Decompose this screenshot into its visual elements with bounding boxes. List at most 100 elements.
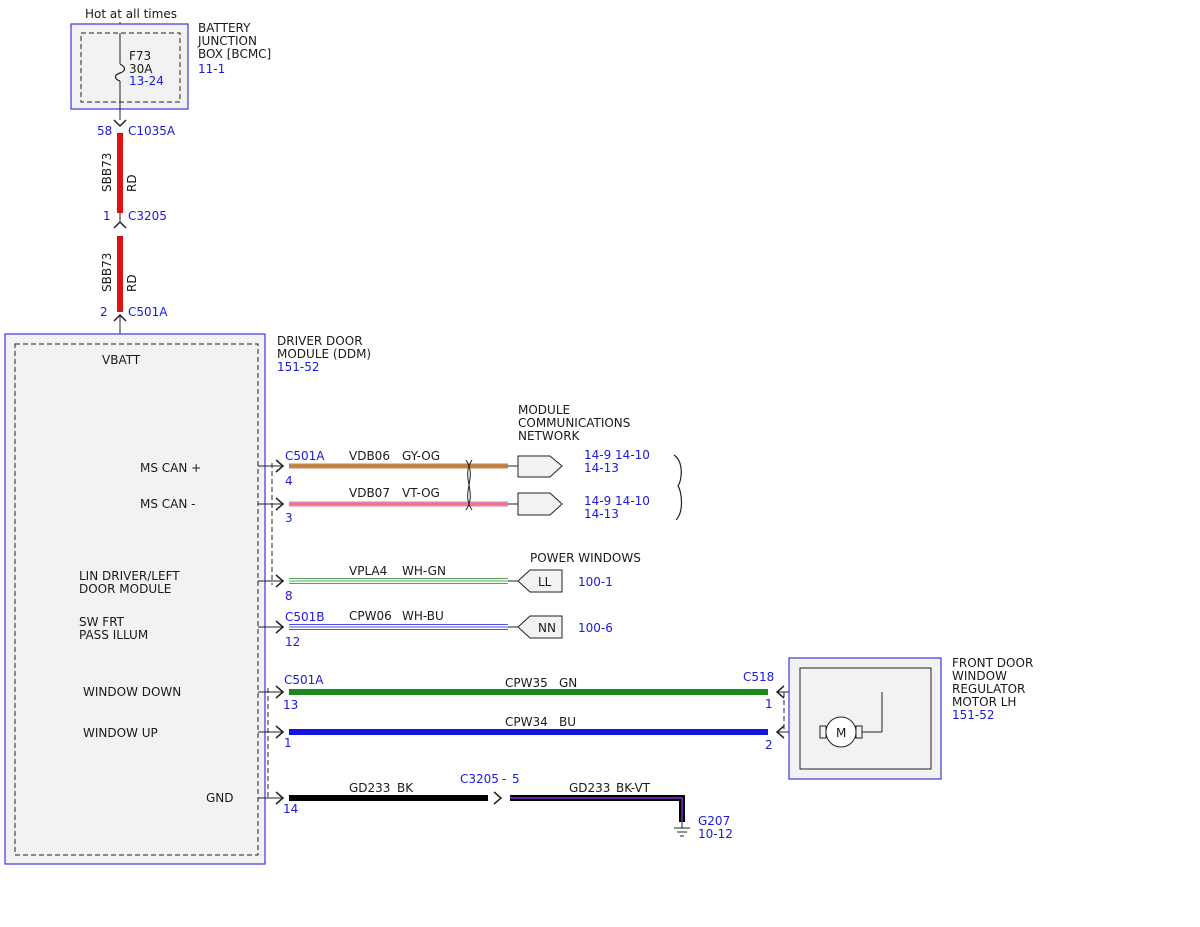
illum-connector: C501B	[285, 610, 325, 624]
lin-tag: LL	[538, 575, 552, 589]
c1035a-pin: 58	[97, 124, 112, 138]
c1035a-label: C1035A	[128, 124, 176, 138]
illum-ref: 100-6	[578, 621, 613, 635]
twisted-pair-icon	[465, 459, 473, 511]
network-title-line2: COMMUNICATIONS	[518, 416, 630, 430]
connector-c3205-icon	[113, 220, 127, 229]
wire-cpw06-circuit: CPW06	[349, 609, 392, 623]
motor-symbol-letter: M	[836, 726, 846, 740]
bjb-ref: 11-1	[198, 62, 225, 76]
ddm-sw-line1: SW FRT	[79, 615, 125, 629]
wire-gd233-bkvt-stripe	[510, 797, 683, 822]
up-motor-pin: 2	[765, 738, 773, 752]
ground-ref: 10-12	[698, 827, 733, 841]
c501a-feed-pin: 2	[100, 305, 108, 319]
ddm-ms-can-minus: MS CAN -	[140, 497, 196, 511]
network-connector-minus-icon	[517, 492, 563, 516]
bjb-title-line3: BOX [BCMC]	[198, 47, 271, 61]
pin-8-arrow-icon	[275, 574, 285, 588]
can-plus-pin: 4	[285, 474, 293, 488]
motor-connector-label: C518	[743, 670, 774, 684]
ddm-title-line2: MODULE (DDM)	[277, 347, 371, 361]
ddm-lin-line1: LIN DRIVER/LEFT	[79, 569, 180, 583]
inline-c3205-arrow-icon	[493, 791, 503, 805]
wire-vdb06-circuit: VDB06	[349, 449, 390, 463]
motor-ref: 151-52	[952, 708, 995, 722]
can-minus-ref1: 14-9 14-10	[584, 494, 650, 508]
can-minus-ref2: 14-13	[584, 507, 619, 521]
lin-connector-icon	[517, 569, 563, 593]
can-plus-ref2: 14-13	[584, 461, 619, 475]
ddm-window-down: WINDOW DOWN	[83, 685, 181, 699]
wire-vdb07-circuit: VDB07	[349, 486, 390, 500]
can-plus-connector: C501A	[285, 449, 325, 463]
wire-gd233-bkvt-circuit: GD233	[569, 781, 610, 795]
wire-cpw35-color: GN	[559, 676, 577, 690]
wire-sbb73-upper-circuit: SBB73	[100, 153, 114, 192]
network-brace-icon	[673, 454, 683, 521]
wire-sbb73-lower-circuit: SBB73	[100, 253, 114, 292]
pin-1-arrow-icon	[275, 725, 285, 739]
ddm-lin-line2: DOOR MODULE	[79, 582, 171, 596]
bjb-title-line1: BATTERY	[198, 21, 251, 35]
motor-title-line3: REGULATOR	[952, 682, 1025, 696]
lin-ref: 100-1	[578, 575, 613, 589]
can-minus-pin: 3	[285, 511, 293, 525]
down-pin: 13	[283, 698, 298, 712]
wire-vpla4-color: WH-GN	[402, 564, 446, 578]
inline-c3205-label: C3205	[460, 772, 499, 786]
pin-4-arrow-icon	[275, 459, 285, 473]
pin-12-arrow-icon	[275, 620, 285, 634]
wire-cpw34-color: BU	[559, 715, 576, 729]
ddm-vbatt: VBATT	[102, 353, 141, 367]
motor-circuits-connector: C501A	[284, 673, 324, 687]
bjb-title-line2: JUNCTION	[197, 34, 257, 48]
wire-vdb06-color: GY-OG	[402, 449, 440, 463]
fuse-id: F73	[129, 49, 151, 63]
lin-pin: 8	[285, 589, 293, 603]
wire-sbb73-upper-color: RD	[125, 174, 139, 192]
up-pin: 1	[284, 736, 292, 750]
driver-door-module-box	[4, 333, 266, 865]
pin-3-arrow-icon	[275, 497, 285, 511]
ddm-title-line1: DRIVER DOOR	[277, 334, 363, 348]
down-motor-pin: 1	[765, 697, 773, 711]
motor-title-line4: MOTOR LH	[952, 695, 1016, 709]
ground-symbol-icon	[674, 827, 690, 837]
window-motor-box	[788, 657, 942, 780]
wire-cpw06-color: WH-BU	[402, 609, 444, 623]
illum-connector-icon	[517, 615, 563, 639]
ddm-gnd: GND	[206, 791, 234, 805]
ddm-window-up: WINDOW UP	[83, 726, 158, 740]
motor-title-line1: FRONT DOOR	[952, 656, 1033, 670]
inline-c3205-pin: 5	[512, 772, 520, 786]
fuse-symbol-icon	[114, 63, 126, 82]
wire-cpw35-circuit: CPW35	[505, 676, 548, 690]
motor-title-line2: WINDOW	[952, 669, 1007, 683]
ddm-ref: 151-52	[277, 360, 320, 374]
ground-id: G207	[698, 814, 730, 828]
connector-c1035a-icon	[113, 119, 127, 128]
illum-pin: 12	[285, 635, 300, 649]
wire-vdb07-color: VT-OG	[402, 486, 440, 500]
c3205-label: C3205	[128, 209, 167, 223]
pin-13-arrow-icon	[275, 685, 285, 699]
power-windows-title: POWER WINDOWS	[530, 551, 641, 565]
ddm-ms-can-plus: MS CAN +	[140, 461, 201, 475]
ddm-sw-line2: PASS ILLUM	[79, 628, 148, 642]
wire-cpw34-circuit: CPW34	[505, 715, 548, 729]
network-title-line1: MODULE	[518, 403, 570, 417]
wire-gd233-bk-circuit: GD233	[349, 781, 390, 795]
battery-junction-box	[70, 23, 189, 110]
wire-vpla4-circuit: VPLA4	[349, 564, 387, 578]
c3205-pin: 1	[103, 209, 111, 223]
c501a-feed-label: C501A	[128, 305, 168, 319]
pin-14-arrow-icon	[275, 791, 285, 805]
wire-sbb73-lower-color: RD	[125, 274, 139, 292]
illum-tag: NN	[538, 621, 556, 635]
wire-gd233-bk-color: BK	[397, 781, 414, 795]
gnd-pin: 14	[283, 802, 298, 816]
wire-gd233-bkvt-base	[510, 795, 685, 822]
network-title-line3: NETWORK	[518, 429, 581, 443]
